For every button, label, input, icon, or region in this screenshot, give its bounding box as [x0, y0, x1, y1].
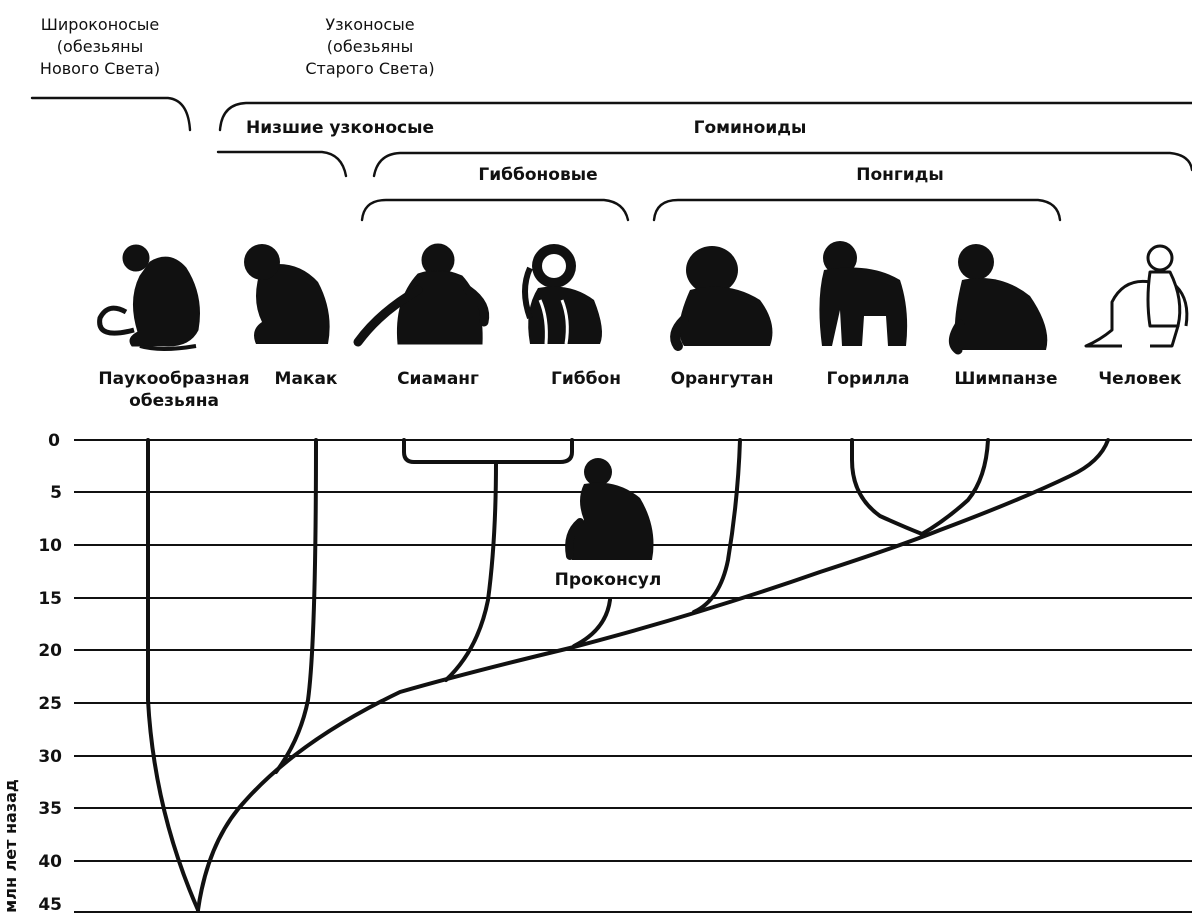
- hominoids-label: Гоминоиды: [694, 118, 807, 138]
- spider-monkey-icon: [97, 244, 200, 351]
- siamang-label: Сиаманг: [397, 369, 479, 389]
- tick-35: 35: [38, 799, 62, 819]
- human-icon: [1084, 244, 1189, 348]
- gibbon-label: Гиббон: [551, 369, 621, 389]
- catarrhini-bracket: [218, 101, 1192, 132]
- branch-chimp: [920, 438, 990, 536]
- platyrrhini-bracket: [30, 96, 192, 132]
- tick-0: 0: [48, 431, 60, 451]
- tick-15: 15: [38, 589, 62, 609]
- platyrrhini-line-3: Нового Света): [40, 59, 160, 78]
- macaque-label: Макак: [275, 369, 338, 389]
- gibbons-bracket: [360, 198, 630, 222]
- branch-orangutan: [692, 438, 742, 614]
- tick-30: 30: [38, 747, 62, 767]
- catarrhini-line-2: (обезьяны: [327, 37, 413, 56]
- gorilla-icon: [819, 241, 908, 346]
- branch-spider-monkey: [146, 438, 200, 912]
- axis-title: млн лет назад: [1, 779, 20, 913]
- chimpanzee-label: Шимпанзе: [954, 369, 1057, 389]
- branch-gibbon-split: [402, 438, 574, 464]
- tick-10: 10: [38, 536, 62, 556]
- branch-proconsul: [572, 598, 612, 648]
- macaque-icon: [244, 244, 330, 344]
- spider-monkey-label-2: обезьяна: [129, 391, 219, 411]
- orangutan-label: Орангутан: [671, 369, 774, 389]
- gorilla-label: Горилла: [827, 369, 910, 389]
- chimpanzee-icon: [949, 244, 1048, 355]
- platyrrhini-line-2: (обезьяны: [57, 37, 143, 56]
- tick-labels: 0 5 10 15 20 25 30 35 40 45: [38, 431, 62, 914]
- lower-catarrhini-label: Низшие узконосые: [246, 118, 434, 138]
- orangutan-icon: [670, 246, 773, 351]
- gibbons-label: Гиббоновые: [478, 165, 597, 185]
- branch-catarrhini-stem: [196, 438, 1110, 912]
- platyrrhini-label: Широконосые (обезьяны Нового Света): [40, 15, 160, 78]
- spider-monkey-label-1: Паукообразная: [98, 369, 249, 389]
- lower-catarrhini-bracket: [216, 150, 348, 178]
- proconsul-label: Проконсул: [555, 570, 662, 590]
- platyrrhini-line-1: Широконосые: [41, 15, 159, 34]
- gibbon-icon: [522, 244, 602, 345]
- phylogeny-branches: [146, 438, 1110, 912]
- catarrhini-line-1: Узконосые: [325, 15, 414, 34]
- tick-20: 20: [38, 641, 62, 661]
- pongids-label: Понгиды: [856, 165, 944, 185]
- human-label: Человек: [1098, 369, 1182, 389]
- proconsul-icon: [565, 458, 654, 560]
- branch-macaque: [274, 438, 318, 774]
- hominoids-bracket: [372, 151, 1192, 178]
- tick-45: 45: [38, 895, 62, 914]
- branch-african-apes: [850, 438, 924, 536]
- tick-25: 25: [38, 694, 62, 714]
- tick-40: 40: [38, 852, 62, 872]
- catarrhini-label: Узконосые (обезьяны Старого Света): [305, 15, 434, 78]
- catarrhini-line-3: Старого Света): [305, 59, 434, 78]
- pongids-bracket: [652, 198, 1062, 222]
- bracket-lines: [30, 96, 1192, 222]
- branch-gibbons: [444, 460, 498, 682]
- tick-5: 5: [50, 483, 62, 503]
- siamang-icon: [353, 243, 490, 347]
